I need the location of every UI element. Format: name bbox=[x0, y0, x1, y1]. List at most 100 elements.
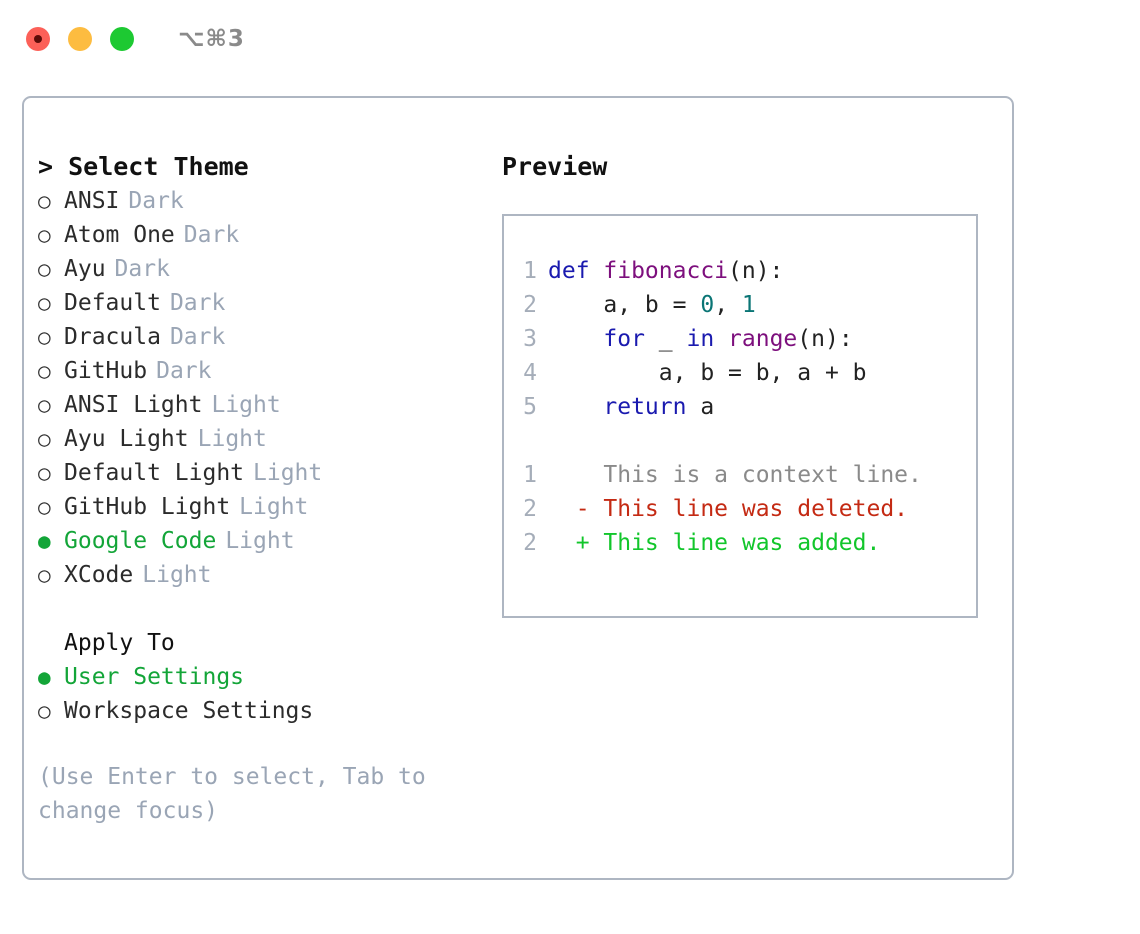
theme-option-ayu[interactable]: ○ Ayu Dark bbox=[38, 252, 478, 286]
theme-option-tag: Dark bbox=[156, 358, 212, 384]
theme-option-label: XCode bbox=[64, 562, 134, 588]
code-token-plain: a, b = b, a + b bbox=[548, 360, 867, 386]
code-line: 2 a, b = 0, 1 bbox=[504, 288, 976, 322]
hint-gap bbox=[38, 728, 478, 760]
minimize-button[interactable] bbox=[68, 27, 92, 51]
theme-option-label: GitHub Light bbox=[64, 494, 231, 520]
theme-option-xcode[interactable]: ○ XCode Light bbox=[38, 558, 478, 592]
maximize-button[interactable] bbox=[110, 27, 134, 51]
diff-line-context: 1 This is a context line. bbox=[504, 458, 976, 492]
code-token-kw: for bbox=[603, 326, 645, 352]
code-token-kw: return bbox=[603, 394, 687, 420]
code-token-plain bbox=[548, 394, 603, 420]
close-button[interactable] bbox=[26, 27, 50, 51]
window-controls bbox=[26, 27, 134, 51]
theme-option-tag: Dark bbox=[128, 188, 184, 214]
code-line-text: a, b = 0, 1 bbox=[548, 288, 756, 322]
theme-option-label: Default bbox=[64, 290, 161, 316]
diff-line-text: This is a context line. bbox=[548, 458, 922, 492]
code-line-text: a, b = b, a + b bbox=[548, 356, 867, 390]
line-number: 4 bbox=[523, 360, 537, 386]
line-number: 1 bbox=[523, 462, 537, 488]
radio-selected-icon: ● bbox=[38, 529, 51, 553]
diff-marker bbox=[548, 462, 603, 488]
theme-option-tag: Light bbox=[142, 562, 212, 588]
theme-option-label: ANSI Light bbox=[64, 392, 203, 418]
diff-line-content: This line was deleted. bbox=[603, 496, 909, 522]
code-token-kw: def bbox=[548, 258, 604, 284]
theme-option-github-light[interactable]: ○ GitHub Light Light bbox=[38, 490, 478, 524]
theme-option-label: Atom One bbox=[64, 222, 175, 248]
theme-option-tag: Light bbox=[197, 426, 267, 452]
radio-unselected-icon: ○ bbox=[38, 563, 51, 587]
apply-to-option-workspace-settings[interactable]: ○ Workspace Settings bbox=[38, 694, 478, 728]
code-line-text: for _ in range(n): bbox=[548, 322, 852, 356]
code-token-plain: a, b = bbox=[548, 292, 701, 318]
code-diff-separator bbox=[504, 424, 976, 458]
line-number: 2 bbox=[523, 292, 537, 318]
theme-option-tag: Light bbox=[225, 528, 295, 554]
radio-unselected-icon: ○ bbox=[38, 257, 51, 281]
radio-unselected-icon: ○ bbox=[38, 699, 51, 723]
code-token-plain bbox=[714, 326, 728, 352]
code-line: 5 return a bbox=[504, 390, 976, 424]
radio-unselected-icon: ○ bbox=[38, 461, 51, 485]
radio-unselected-icon: ○ bbox=[38, 393, 51, 417]
radio-unselected-icon: ○ bbox=[38, 359, 51, 383]
apply-to-option-user-settings[interactable]: ●User Settings bbox=[38, 660, 478, 694]
line-number: 5 bbox=[523, 394, 537, 420]
keyboard-hint-text: (Use Enter to select, Tab to change focu… bbox=[38, 764, 440, 824]
diff-block: 1 This is a context line.2 - This line w… bbox=[504, 458, 976, 560]
select-theme-header: > Select Theme bbox=[38, 152, 249, 181]
list-gap bbox=[38, 592, 478, 626]
line-number: 3 bbox=[523, 326, 537, 352]
diff-line-deleted: 2 - This line was deleted. bbox=[504, 492, 976, 526]
theme-option-label: Ayu bbox=[64, 256, 106, 282]
code-line-text: def fibonacci(n): bbox=[548, 254, 783, 288]
code-token-plain: (n): bbox=[728, 258, 784, 284]
code-token-fn: fibonacci bbox=[603, 258, 729, 284]
apply-to-header: Apply To bbox=[64, 630, 175, 656]
code-token-plain: , bbox=[714, 292, 742, 318]
theme-option-tag: Light bbox=[239, 494, 309, 520]
preview-title: Preview bbox=[502, 152, 608, 181]
code-token-fn: range bbox=[728, 326, 798, 352]
theme-option-github[interactable]: ○ GitHub Dark bbox=[38, 354, 478, 388]
theme-option-label: Ayu Light bbox=[64, 426, 189, 452]
theme-option-ansi-light[interactable]: ○ ANSI Light Light bbox=[38, 388, 478, 422]
code-token-plain: _ bbox=[644, 326, 687, 352]
radio-unselected-icon: ○ bbox=[38, 189, 51, 213]
diff-line-text: - This line was deleted. bbox=[548, 492, 908, 526]
radio-selected-icon: ● bbox=[38, 665, 51, 689]
theme-option-tag: Light bbox=[211, 392, 281, 418]
theme-option-label: GitHub bbox=[64, 358, 148, 384]
line-number: 2 bbox=[523, 496, 537, 522]
radio-unselected-icon: ○ bbox=[38, 223, 51, 247]
code-line: 4 a, b = b, a + b bbox=[504, 356, 976, 390]
code-token-plain: a bbox=[686, 394, 715, 420]
theme-option-tag: Dark bbox=[183, 222, 240, 248]
code-token-num: 1 bbox=[741, 292, 756, 318]
diff-line-content: This line was added. bbox=[603, 530, 881, 556]
theme-option-tag: Dark bbox=[114, 256, 170, 282]
theme-option-atom-one[interactable]: ○ Atom One Dark bbox=[38, 218, 478, 252]
diff-line-content: This is a context line. bbox=[603, 462, 922, 488]
line-number: 2 bbox=[523, 530, 537, 556]
apply-to-option-label: Workspace Settings bbox=[64, 698, 314, 724]
keyboard-shortcut-label: ⌥⌘3 bbox=[178, 26, 245, 52]
code-line-text: return a bbox=[548, 390, 714, 424]
diff-line-text: + This line was added. bbox=[548, 526, 881, 560]
radio-unselected-icon: ○ bbox=[38, 495, 51, 519]
code-token-plain bbox=[548, 326, 603, 352]
